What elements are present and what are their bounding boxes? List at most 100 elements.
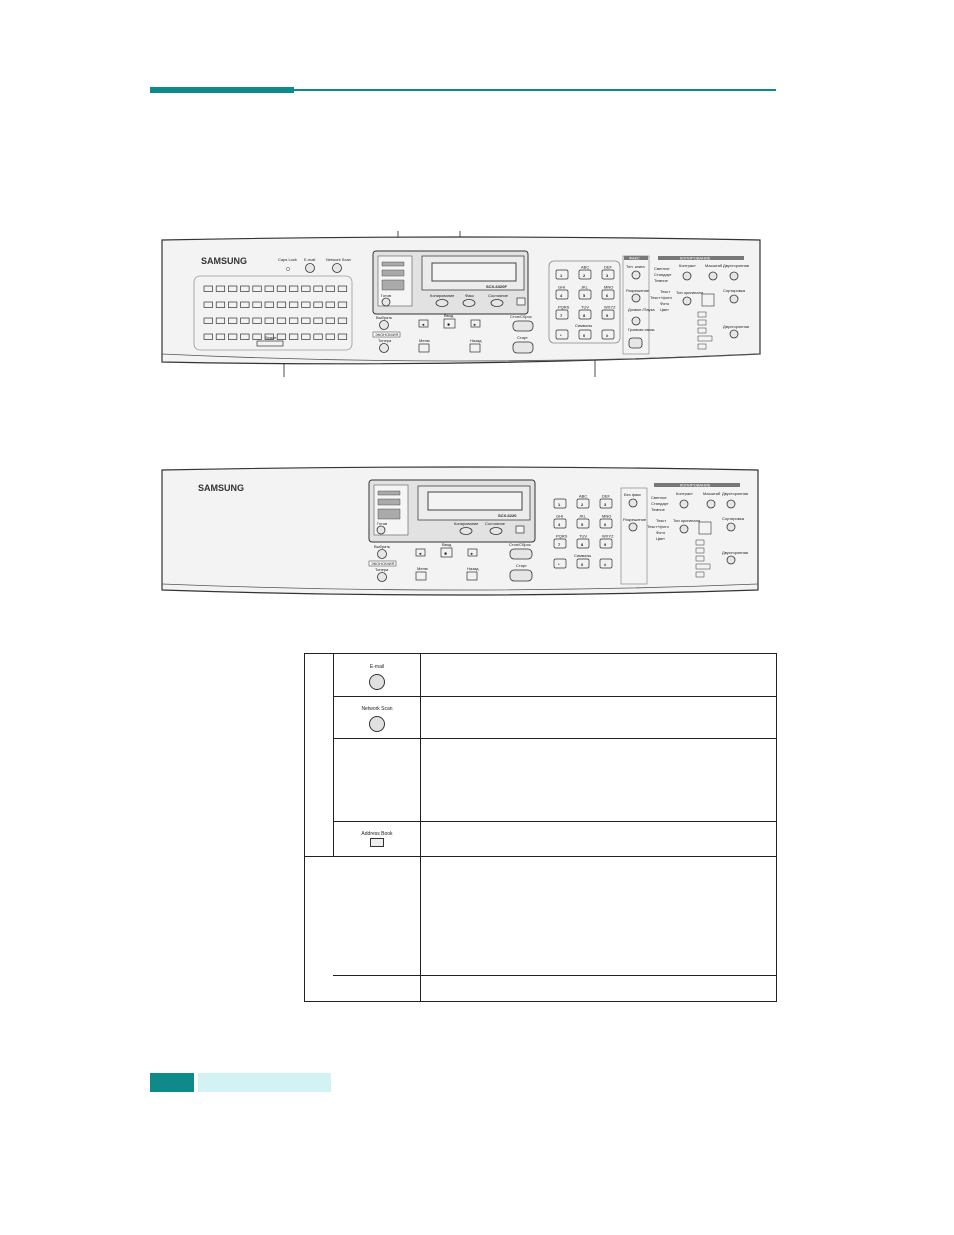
keypad-key-6[interactable] xyxy=(599,518,613,529)
email-button[interactable] xyxy=(305,263,315,273)
one-touch-key[interactable] xyxy=(325,317,335,324)
one-touch-key[interactable] xyxy=(203,317,213,324)
keypad-key-hash[interactable] xyxy=(601,329,615,340)
one-touch-key[interactable] xyxy=(337,333,348,340)
keypad-key-4[interactable] xyxy=(553,518,567,529)
keypad-key-9[interactable] xyxy=(601,309,615,320)
keypad-key-2[interactable] xyxy=(576,498,590,509)
keypad-key-3[interactable] xyxy=(599,498,613,509)
one-touch-key[interactable] xyxy=(276,285,287,292)
select-button[interactable] xyxy=(377,549,387,559)
enter-button[interactable] xyxy=(440,547,453,558)
status-key-button[interactable] xyxy=(490,299,504,307)
scale-button[interactable] xyxy=(708,271,718,281)
keypad-key-hash[interactable] xyxy=(599,558,613,569)
start-button[interactable] xyxy=(512,341,534,354)
left-arrow-button[interactable] xyxy=(415,548,426,557)
keypad-key-4[interactable] xyxy=(555,289,569,300)
keypad-key-7[interactable] xyxy=(555,309,569,320)
menu-button[interactable] xyxy=(418,343,430,353)
one-touch-key[interactable] xyxy=(337,285,348,292)
one-touch-key[interactable] xyxy=(252,285,262,292)
keypad-key-8[interactable] xyxy=(576,538,590,549)
one-touch-key[interactable] xyxy=(252,301,262,308)
copy-mode-button[interactable] xyxy=(459,527,473,535)
one-touch-key[interactable] xyxy=(313,285,323,292)
one-touch-key[interactable] xyxy=(325,285,335,292)
contrast-button[interactable] xyxy=(682,271,692,281)
scan-icon[interactable] xyxy=(516,297,526,306)
one-touch-key[interactable] xyxy=(289,333,299,340)
one-touch-key[interactable] xyxy=(301,285,311,292)
one-touch-key[interactable] xyxy=(228,317,238,324)
one-touch-key[interactable] xyxy=(337,301,348,308)
right-arrow-button[interactable] xyxy=(467,548,478,557)
one-touch-key[interactable] xyxy=(252,317,262,324)
keypad-key-3[interactable] xyxy=(601,269,615,280)
one-touch-key[interactable] xyxy=(252,333,262,340)
status-button[interactable] xyxy=(381,297,391,307)
keypad-key-6[interactable] xyxy=(601,289,615,300)
one-touch-key[interactable] xyxy=(264,333,274,340)
one-touch-key[interactable] xyxy=(215,317,226,324)
space-key[interactable] xyxy=(256,340,284,347)
original-type-button[interactable] xyxy=(679,524,689,534)
keypad-key-1[interactable] xyxy=(555,269,569,280)
one-touch-key[interactable] xyxy=(276,301,287,308)
no-fax-button[interactable] xyxy=(628,498,638,508)
keypad-key-5[interactable] xyxy=(576,518,590,529)
one-touch-key[interactable] xyxy=(301,317,311,324)
left-arrow-button[interactable] xyxy=(418,319,429,328)
menu-button[interactable] xyxy=(415,571,427,581)
scan-icon[interactable] xyxy=(515,525,525,534)
one-touch-key[interactable] xyxy=(337,317,348,324)
keypad-key-7[interactable] xyxy=(553,538,567,549)
collate-top-button[interactable] xyxy=(726,499,736,509)
original-type-button[interactable] xyxy=(682,296,692,306)
tel-book-button[interactable] xyxy=(631,270,641,280)
back-button[interactable] xyxy=(469,343,481,353)
toner-save-button[interactable] xyxy=(379,343,389,353)
stop-button[interactable] xyxy=(512,320,534,332)
one-touch-key[interactable] xyxy=(240,333,250,340)
one-touch-key[interactable] xyxy=(289,317,299,324)
fax-mode-button[interactable] xyxy=(462,299,476,307)
collate-button[interactable] xyxy=(726,522,736,532)
one-touch-key[interactable] xyxy=(289,301,299,308)
one-touch-key[interactable] xyxy=(203,301,213,308)
one-touch-key[interactable] xyxy=(228,301,238,308)
duplex-button[interactable] xyxy=(726,555,736,565)
start-button[interactable] xyxy=(509,569,533,582)
one-touch-key[interactable] xyxy=(313,333,323,340)
one-touch-key[interactable] xyxy=(228,333,238,340)
redial-button[interactable] xyxy=(631,316,641,326)
keypad-key-2[interactable] xyxy=(578,269,592,280)
select-button[interactable] xyxy=(379,320,389,330)
one-touch-key[interactable] xyxy=(240,301,250,308)
one-touch-key[interactable] xyxy=(203,285,213,292)
keypad-key-0[interactable] xyxy=(576,558,590,569)
resolution-button[interactable] xyxy=(628,522,638,532)
network-scan-button[interactable] xyxy=(332,263,342,273)
status-button[interactable] xyxy=(376,525,386,535)
contrast-button[interactable] xyxy=(679,499,689,509)
speaker-button[interactable] xyxy=(628,337,643,349)
toner-save-button[interactable] xyxy=(377,572,387,582)
right-arrow-button[interactable] xyxy=(470,319,481,328)
one-touch-key[interactable] xyxy=(313,317,323,324)
one-touch-key[interactable] xyxy=(301,301,311,308)
keypad-key-1[interactable] xyxy=(553,498,567,509)
scale-button[interactable] xyxy=(706,499,716,509)
one-touch-key[interactable] xyxy=(215,301,226,308)
resolution-button[interactable] xyxy=(631,293,641,303)
keypad-key-9[interactable] xyxy=(599,538,613,549)
one-touch-key[interactable] xyxy=(264,317,274,324)
one-touch-key[interactable] xyxy=(313,301,323,308)
one-touch-key[interactable] xyxy=(325,301,335,308)
collate-button[interactable] xyxy=(729,294,739,304)
one-touch-key[interactable] xyxy=(325,333,335,340)
enter-button[interactable] xyxy=(443,318,456,329)
one-touch-key[interactable] xyxy=(276,317,287,324)
one-touch-key[interactable] xyxy=(215,285,226,292)
one-touch-key[interactable] xyxy=(289,285,299,292)
